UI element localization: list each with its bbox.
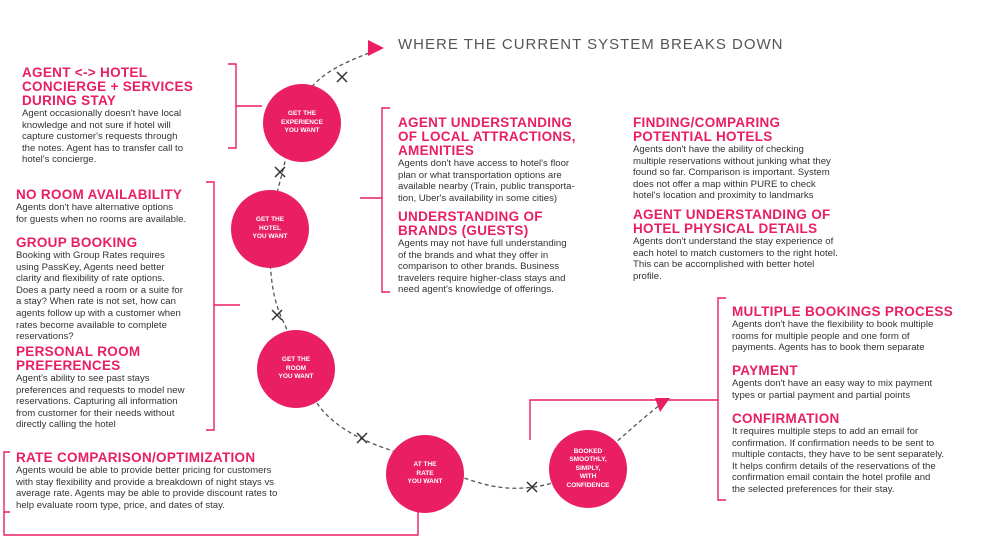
block-body: Agent occasionally doesn't have local kn… (22, 108, 184, 166)
room-preferences-block: PERSONAL ROOM PREFERENCES Agent's abilit… (16, 345, 211, 431)
break-cross-icon (356, 432, 368, 444)
block-body: It requires multiple steps to add an ema… (732, 426, 945, 495)
stage-experience: GET THE EXPERIENCE YOU WANT (263, 84, 341, 162)
break-cross-icon (274, 166, 286, 178)
start-arrow-icon (368, 40, 384, 56)
bracket-right-bottom (529, 297, 726, 501)
bracket-left-bottom-tail (3, 500, 419, 536)
no-room-block: NO ROOM AVAILABILITY Agents don't have a… (16, 188, 211, 225)
multiple-bookings-block: MULTIPLE BOOKINGS PROCESS Agents don't h… (732, 305, 987, 354)
break-cross-icon (336, 71, 348, 83)
block-body: Agents don't have an easy way to mix pay… (732, 378, 933, 401)
stage-room: GET THE ROOM YOU WANT (257, 330, 335, 408)
block-heading: PAYMENT (732, 363, 798, 378)
block-heading: PERSONAL ROOM PREFERENCES (16, 344, 141, 373)
block-heading: FINDING/COMPARING POTENTIAL HOTELS (633, 115, 781, 144)
stage-hotel: GET THE HOTEL YOU WANT (231, 190, 309, 268)
local-attractions-block: AGENT UNDERSTANDING OF LOCAL ATTRACTIONS… (398, 116, 613, 204)
concierge-block: AGENT <-> HOTEL CONCIERGE + SERVICES DUR… (22, 66, 227, 166)
block-heading: AGENT UNDERSTANDING OF HOTEL PHYSICAL DE… (633, 207, 831, 236)
block-heading: UNDERSTANDING OF BRANDS (GUESTS) (398, 209, 543, 238)
bracket-left-bottom (3, 451, 10, 513)
block-heading: GROUP BOOKING (16, 235, 138, 250)
brands-block: UNDERSTANDING OF BRANDS (GUESTS) Agents … (398, 210, 613, 296)
block-body: Agents don't have the ability of checkin… (633, 144, 831, 202)
group-booking-block: GROUP BOOKING Booking with Group Rates r… (16, 236, 211, 343)
block-body: Agents don't understand the stay experie… (633, 236, 838, 282)
block-heading: CONFIRMATION (732, 411, 840, 426)
stage-rate: AT THE RATE YOU WANT (386, 435, 464, 513)
block-body: Agents don't have the flexibility to boo… (732, 319, 934, 354)
block-body: Agents don't have alternative options fo… (16, 202, 187, 225)
finding-hotels-block: FINDING/COMPARING POTENTIAL HOTELS Agent… (633, 116, 873, 202)
block-body: Agents may not have full understanding o… (398, 238, 567, 296)
block-heading: AGENT <-> HOTEL CONCIERGE + SERVICES DUR… (22, 65, 194, 108)
block-body: Agents don't have access to hotel's floo… (398, 158, 575, 204)
block-body: Booking with Group Rates requires using … (16, 250, 183, 343)
block-heading: RATE COMPARISON/OPTIMIZATION (16, 450, 256, 465)
bracket-left-middle (206, 181, 240, 431)
physical-details-block: AGENT UNDERSTANDING OF HOTEL PHYSICAL DE… (633, 208, 873, 282)
break-cross-icon (526, 481, 538, 493)
break-cross-icon (271, 309, 283, 321)
confirmation-block: CONFIRMATION It requires multiple steps … (732, 412, 992, 496)
page-title: WHERE THE CURRENT SYSTEM BREAKS DOWN (398, 36, 784, 53)
block-body: Agents would be able to provide better p… (16, 465, 278, 511)
block-heading: MULTIPLE BOOKINGS PROCESS (732, 304, 954, 319)
block-heading: NO ROOM AVAILABILITY (16, 187, 183, 202)
block-heading: AGENT UNDERSTANDING OF LOCAL ATTRACTIONS… (398, 115, 576, 158)
block-body: Agent's ability to see past stays prefer… (16, 373, 185, 431)
end-arrow-icon (655, 398, 670, 412)
bracket-center (360, 107, 390, 293)
rate-comparison-block: RATE COMPARISON/OPTIMIZATION Agents woul… (16, 451, 316, 511)
stage-booked: BOOKED SMOOTHLY, SIMPLY, WITH CONFIDENCE (549, 430, 627, 508)
bracket-left-top (228, 63, 262, 149)
payment-block: PAYMENT Agents don't have an easy way to… (732, 364, 987, 401)
